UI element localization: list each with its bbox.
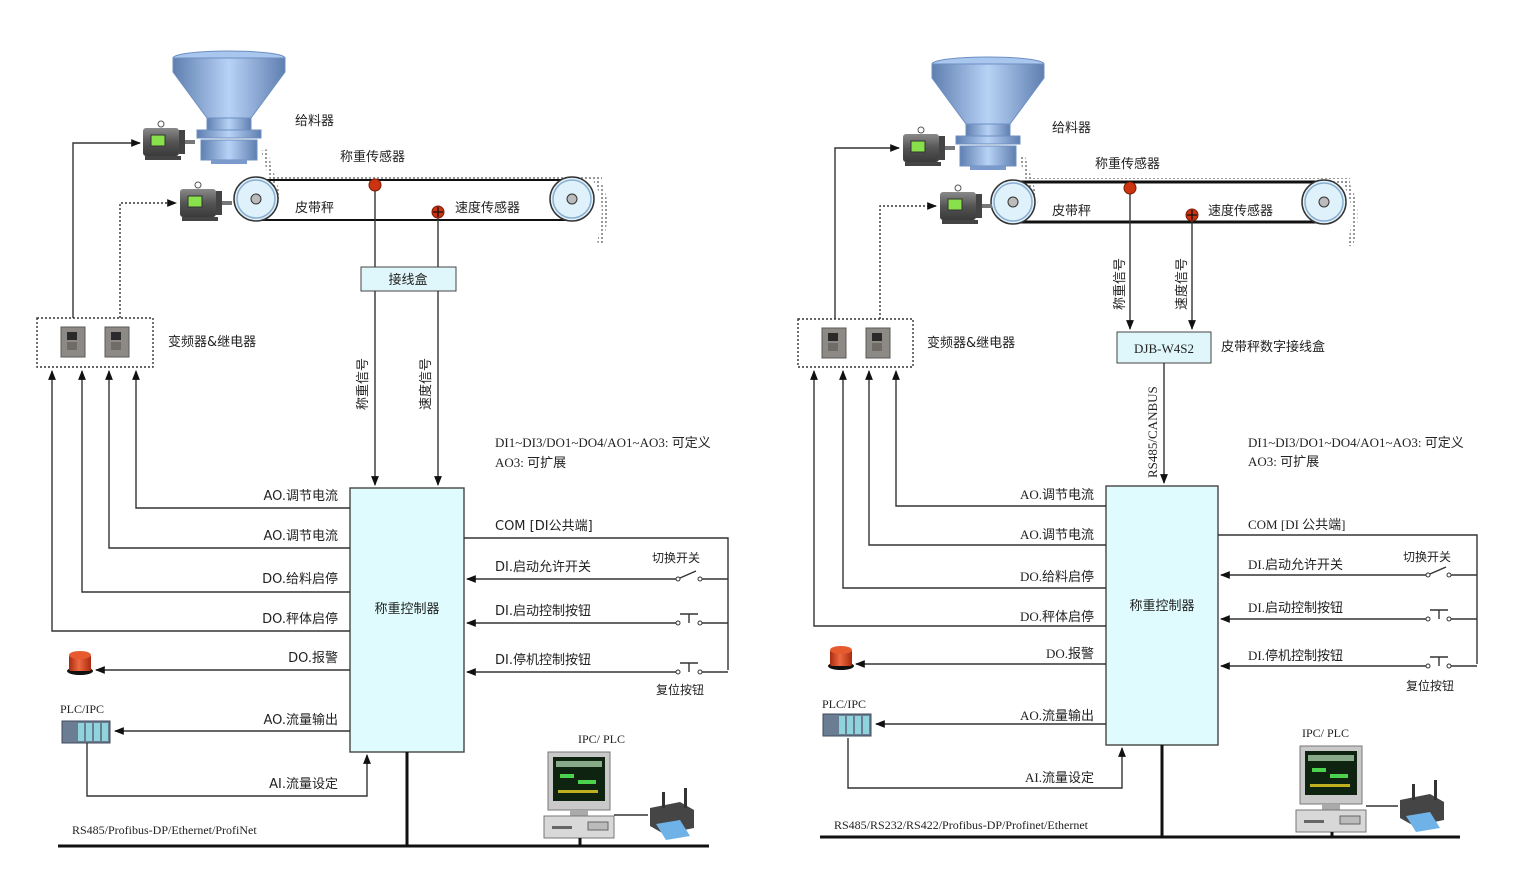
switch-label: 切换开关 <box>652 551 700 565</box>
output-label: AO.调节电流 <box>263 529 338 544</box>
input-label: AI.流量设定 <box>269 777 338 792</box>
plc-icon <box>61 720 111 744</box>
input-label: DI.启动控制按钮 <box>1248 600 1343 615</box>
switch-label: 切换开关 <box>1403 550 1451 564</box>
junction-box-desc: 皮带秤数字接线盒 <box>1221 339 1325 355</box>
pulley-icon <box>990 179 1036 225</box>
output-label: AO.调节电流 <box>1020 487 1094 502</box>
push-button-icon <box>675 669 681 675</box>
vfd-icon <box>821 327 847 359</box>
output-label: AO.流量输出 <box>263 712 338 728</box>
load-cell-icon <box>368 178 382 192</box>
push-button-icon <box>675 620 681 626</box>
vfd-icon <box>865 327 891 359</box>
weight-signal-label: 称重信号 <box>355 358 371 410</box>
controller-label: 称重控制器 <box>1129 598 1194 614</box>
plc-label: PLC/IPC <box>60 702 104 716</box>
belt-motor-icon <box>939 184 993 225</box>
ipc-computer-icon <box>543 751 615 839</box>
push-button-icon <box>1425 663 1431 669</box>
ipc-label: IPC/ PLC <box>578 732 625 746</box>
hopper-icon <box>931 56 1045 171</box>
push-button-icon <box>1425 616 1431 622</box>
selector-switch-icon <box>1425 572 1431 578</box>
io-note-line2: AO3: 可扩展 <box>495 455 566 470</box>
io-note-line1: DI1~DI3/DO1~DO4/AO1~AO3: 可定义 <box>1248 435 1464 450</box>
selector-switch-icon <box>675 576 681 582</box>
pulley-icon <box>549 176 595 222</box>
pulley-icon <box>233 176 279 222</box>
reset-button-label: 复位按钮 <box>656 682 704 697</box>
output-label: DO.给料启停 <box>262 571 338 587</box>
vfd-label: 变频器&继电器 <box>168 334 256 350</box>
junction-box-label: 接线盒 <box>388 272 427 288</box>
output-label: DO.报警 <box>288 650 338 666</box>
controller-label: 称重控制器 <box>374 601 439 617</box>
feeder-label: 给料器 <box>295 114 334 129</box>
printer-icon <box>1400 780 1444 832</box>
belt-scale-label: 皮带秤 <box>295 201 334 216</box>
vfd-group <box>36 317 154 368</box>
io-note-line1: DI1~DI3/DO1~DO4/AO1~AO3: 可定义 <box>495 435 711 450</box>
output-label: AO.调节电流 <box>263 489 338 504</box>
output-label: AO.调节电流 <box>1020 527 1094 542</box>
input-label: DI.停机控制按钮 <box>495 652 591 668</box>
vfd-icon <box>104 326 130 358</box>
right-diagram: 给料器 称重传感器 皮带秤 速度传感器 称重信号 速度信号 DJB-W4S2 皮… <box>797 56 1478 839</box>
input-label: AI.流量设定 <box>1025 770 1094 785</box>
junction-box <box>360 266 457 292</box>
com-label: COM [DI公共端] <box>495 519 593 534</box>
input-label: DI.停机控制按钮 <box>1248 648 1343 663</box>
speed-sensor-label: 速度传感器 <box>1208 203 1273 219</box>
output-label: DO.报警 <box>1046 646 1094 661</box>
output-label: AO.流量输出 <box>1020 708 1094 723</box>
feeder-motor-icon <box>142 120 196 161</box>
belt-scale-label: 皮带秤 <box>1052 204 1091 219</box>
vfd-group <box>797 318 914 368</box>
alarm-lamp-icon <box>67 651 93 675</box>
load-cell-label: 称重传感器 <box>1095 156 1160 172</box>
printer-icon <box>650 788 694 840</box>
input-label: DI.启动允许开关 <box>495 559 591 575</box>
ipc-computer-icon <box>1295 745 1367 833</box>
speed-signal-label: 速度信号 <box>1174 258 1190 310</box>
plc-label: PLC/IPC <box>822 697 866 711</box>
reset-button-label: 复位按钮 <box>1406 678 1454 693</box>
output-label: DO.秤体启停 <box>262 611 338 627</box>
weighing-controller <box>1105 485 1219 746</box>
weighing-controller <box>349 487 465 753</box>
vfd-icon <box>60 326 86 358</box>
bus-label: RS485/RS232/RS422/Profibus-DP/Profinet/E… <box>834 818 1089 832</box>
weight-signal-label: 称重信号 <box>1112 258 1128 310</box>
output-label: DO.秤体启停 <box>1020 609 1094 624</box>
input-label: DI.启动允许开关 <box>1248 557 1343 572</box>
speed-sensor-label: 速度传感器 <box>455 200 520 216</box>
hopper-icon <box>172 50 286 165</box>
plc-icon <box>822 713 872 737</box>
left-diagram: 给料器 称重传感器 皮带秤 速度传感器 接线盒 称重信号 速度信号 变频器&继电… <box>36 50 729 848</box>
speed-signal-label: 速度信号 <box>418 358 434 410</box>
bus-label: RS485/Profibus-DP/Ethernet/ProfiNet <box>72 823 257 837</box>
vfd-label: 变频器&继电器 <box>927 335 1015 351</box>
canbus-label: RS485/CANBUS <box>1145 386 1160 478</box>
belt-motor-icon <box>179 181 233 222</box>
load-cell-label: 称重传感器 <box>340 149 405 165</box>
io-note-line2: AO3: 可扩展 <box>1248 454 1319 469</box>
digital-junction-box <box>1116 331 1212 364</box>
junction-box-label: DJB-W4S2 <box>1134 341 1194 356</box>
load-cell-icon <box>1123 181 1137 195</box>
pulley-icon <box>1301 179 1347 225</box>
ipc-label: IPC/ PLC <box>1302 726 1349 740</box>
input-label: DI.启动控制按钮 <box>495 604 591 619</box>
alarm-lamp-icon <box>828 646 854 670</box>
com-label: COM [DI 公共端] <box>1248 517 1346 532</box>
feeder-label: 给料器 <box>1052 121 1091 136</box>
output-label: DO.给料启停 <box>1020 569 1094 584</box>
feeder-motor-icon <box>902 126 956 167</box>
